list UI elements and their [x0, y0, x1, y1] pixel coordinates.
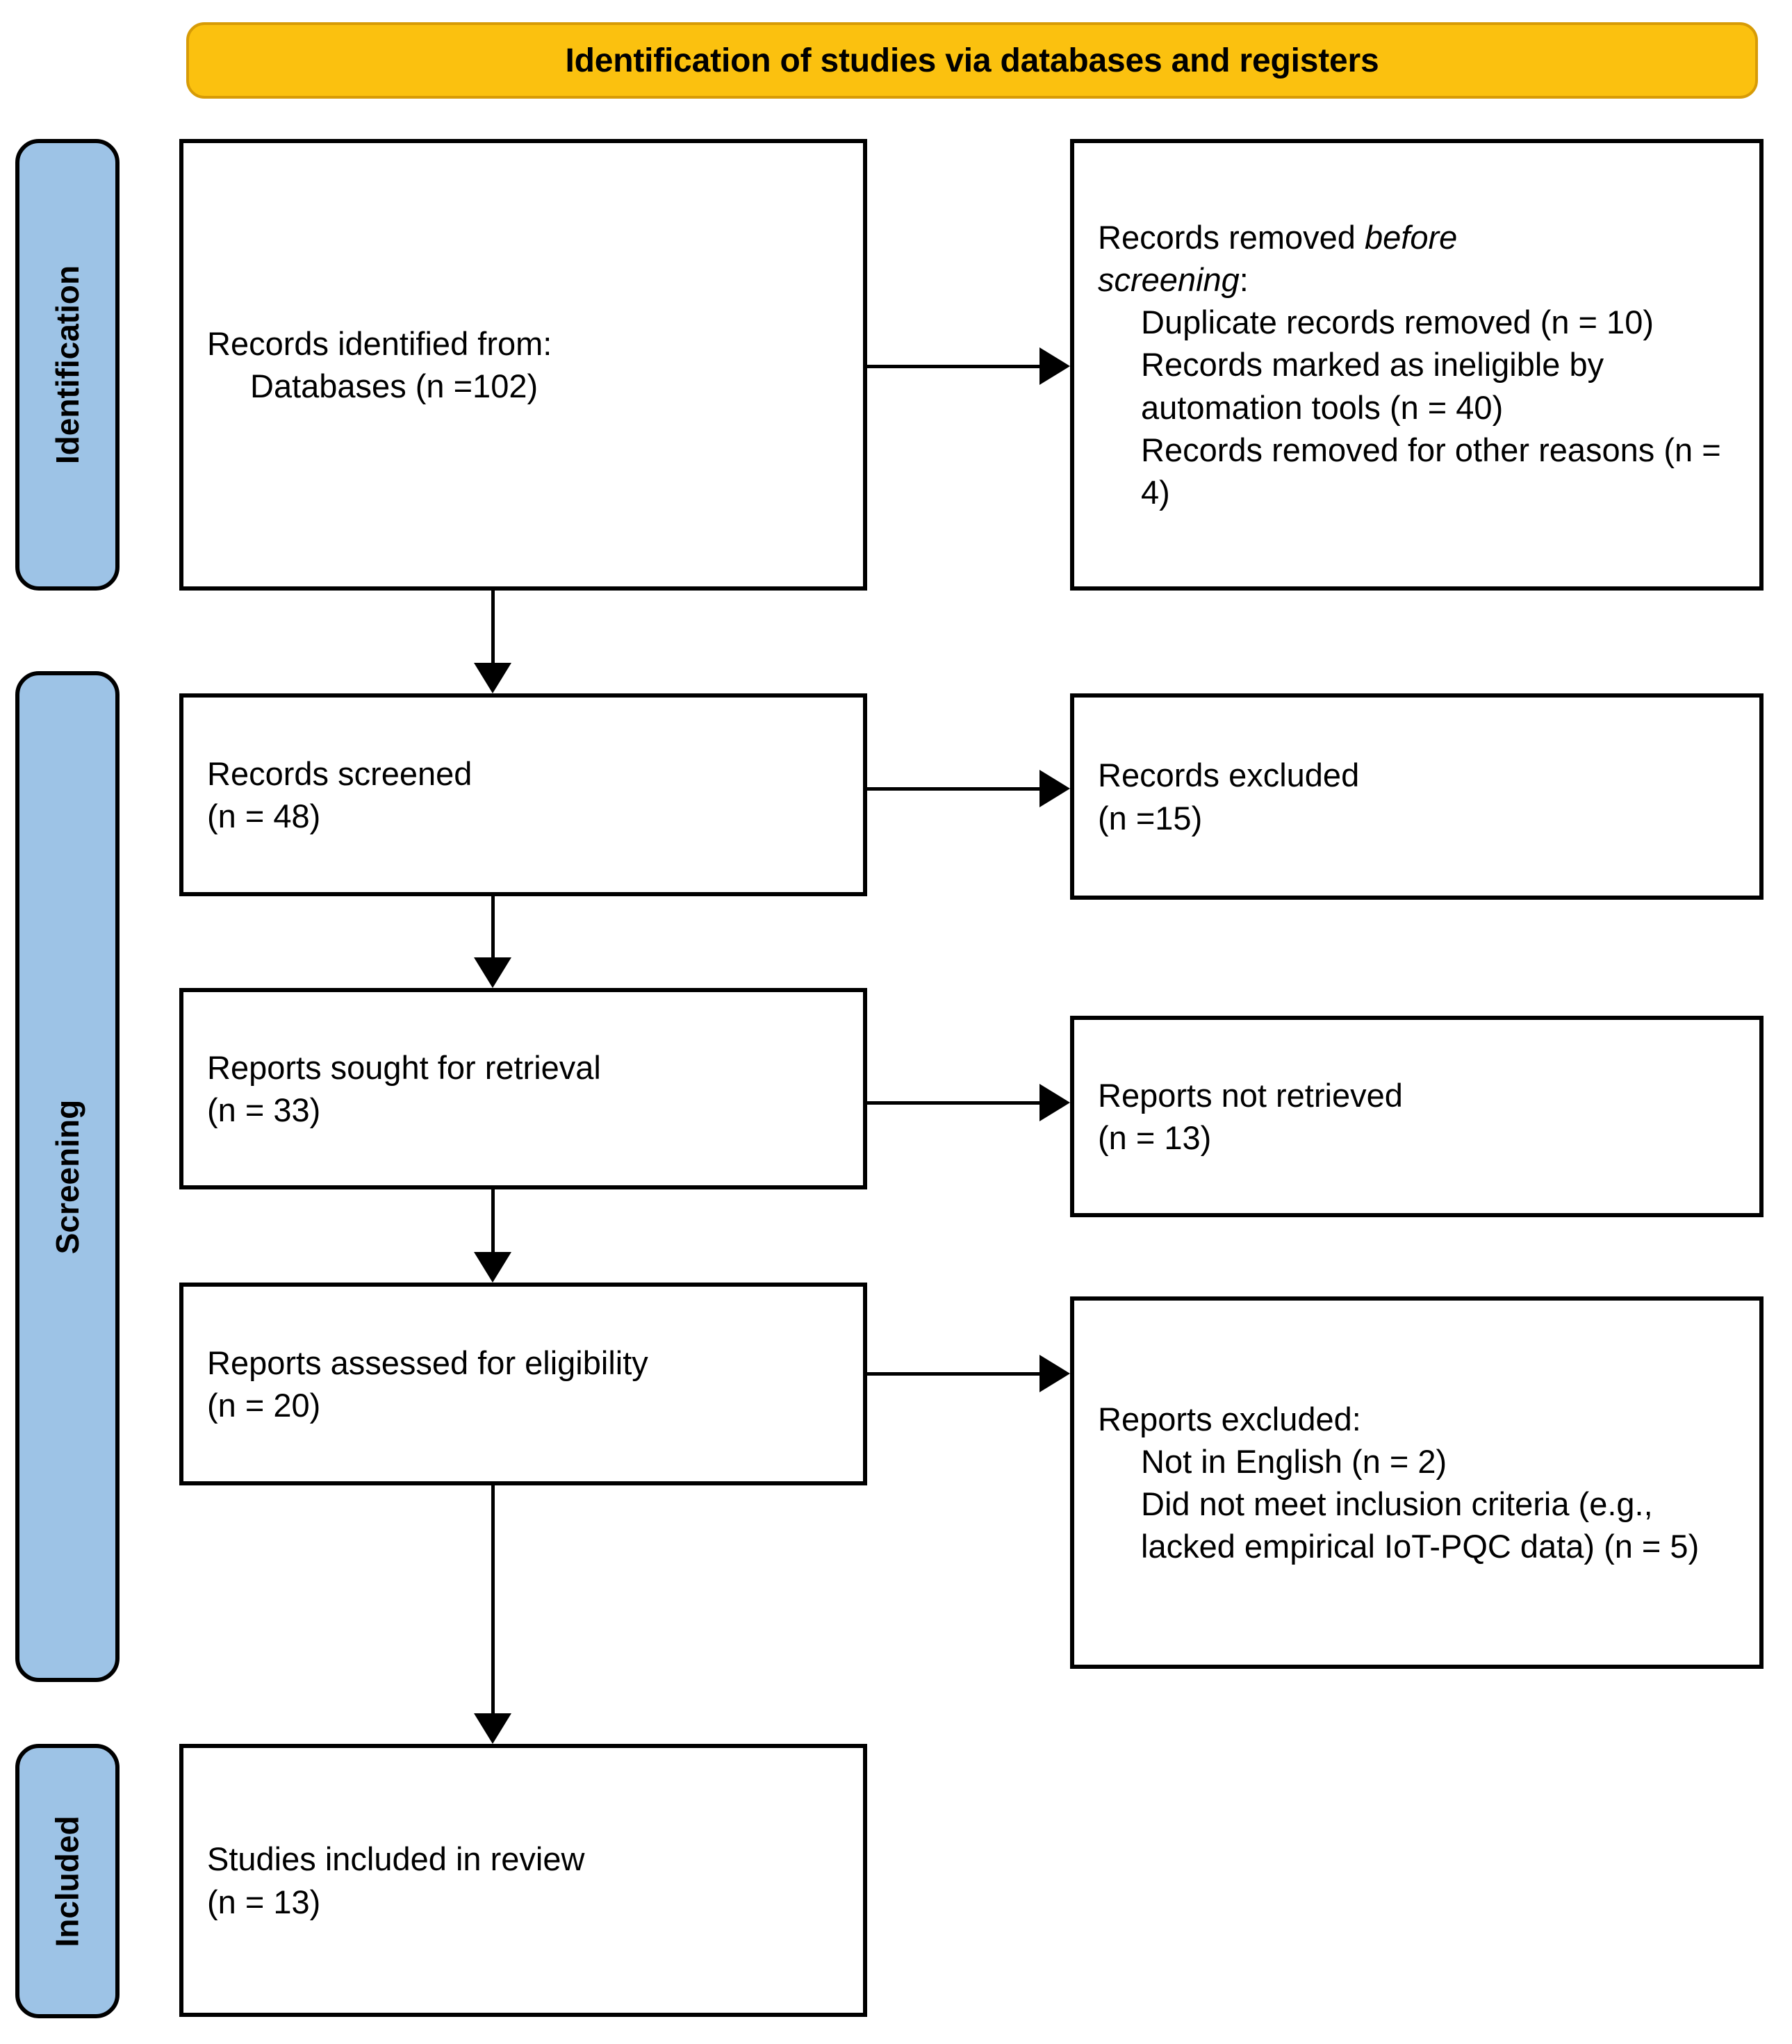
records-excluded-line1: Records excluded [1098, 757, 1360, 794]
arrow-sought-to-assessed [474, 1189, 511, 1283]
arrow-assessed-to-included [474, 1485, 511, 1744]
records-removed-item-3: Records removed for other reasons (n = 4… [1141, 431, 1730, 511]
reports-excluded-item-2: Did not meet inclusion criteria (e.g., l… [1141, 1485, 1700, 1565]
box-studies-included: Studies included in review (n = 13) [179, 1744, 867, 2017]
records-screened-line2: (n = 48) [207, 798, 321, 834]
stage-label-identification: Identification [49, 265, 86, 465]
arrow-identified-to-removed [867, 347, 1070, 385]
records-removed-heading-italic: before [1365, 219, 1458, 256]
arrow-screened-to-excluded [867, 770, 1070, 807]
box-reports-assessed: Reports assessed for eligibility (n = 20… [179, 1283, 867, 1485]
records-screened-line1: Records screened [207, 755, 472, 792]
reports-assessed-line2: (n = 20) [207, 1387, 321, 1424]
records-identified-line2: Databases (n =102) [250, 368, 539, 404]
arrow-screened-to-sought [474, 896, 511, 988]
studies-included-line1: Studies included in review [207, 1840, 585, 1878]
diagram-title-banner: Identification of studies via databases … [186, 22, 1758, 99]
reports-excluded-heading: Reports excluded: [1098, 1400, 1361, 1437]
box-records-excluded: Records excluded (n =15) [1070, 693, 1764, 900]
arrow-assessed-to-reports-excluded [867, 1355, 1070, 1392]
stage-sidebar-included: Included [15, 1744, 120, 2018]
stage-label-included: Included [49, 1815, 85, 1947]
reports-assessed-line1: Reports assessed for eligibility [207, 1344, 648, 1381]
reports-not-retrieved-line1: Reports not retrieved [1098, 1076, 1403, 1114]
box-records-screened: Records screened (n = 48) [179, 693, 867, 896]
reports-excluded-item-1: Not in English (n = 2) [1141, 1442, 1447, 1480]
box-reports-sought: Reports sought for retrieval (n = 33) [179, 988, 867, 1189]
box-reports-not-retrieved: Reports not retrieved (n = 13) [1070, 1016, 1764, 1217]
records-removed-heading2-colon: : [1239, 261, 1249, 299]
records-removed-item-1: Duplicate records removed (n = 10) [1141, 304, 1654, 341]
arrow-identified-to-screened [474, 591, 511, 693]
records-removed-heading2: screening: [1098, 258, 1736, 301]
records-identified-line1: Records identified from: [207, 324, 552, 362]
stage-sidebar-screening: Screening [15, 671, 120, 1682]
records-excluded-line2: (n =15) [1098, 799, 1203, 836]
reports-sought-line1: Reports sought for retrieval [207, 1048, 601, 1086]
stage-sidebar-identification: Identification [15, 139, 120, 591]
records-removed-heading2-italic: screening [1098, 261, 1240, 299]
records-removed-item-2: Records marked as ineligible by automati… [1141, 346, 1613, 426]
diagram-title: Identification of studies via databases … [565, 42, 1379, 79]
reports-not-retrieved-line2: (n = 13) [1098, 1119, 1212, 1156]
arrow-sought-to-not-retrieved [867, 1084, 1070, 1121]
studies-included-line2: (n = 13) [207, 1883, 321, 1920]
box-records-identified: Records identified from: Databases (n =1… [179, 139, 867, 591]
reports-sought-line2: (n = 33) [207, 1091, 321, 1128]
stage-label-screening: Screening [49, 1099, 86, 1254]
records-removed-heading: Records removed before [1098, 216, 1736, 258]
box-reports-excluded: Reports excluded: Not in English (n = 2)… [1070, 1296, 1764, 1669]
box-records-removed: Records removed before screening: Duplic… [1070, 139, 1764, 591]
records-removed-heading-plain: Records removed [1098, 219, 1365, 256]
